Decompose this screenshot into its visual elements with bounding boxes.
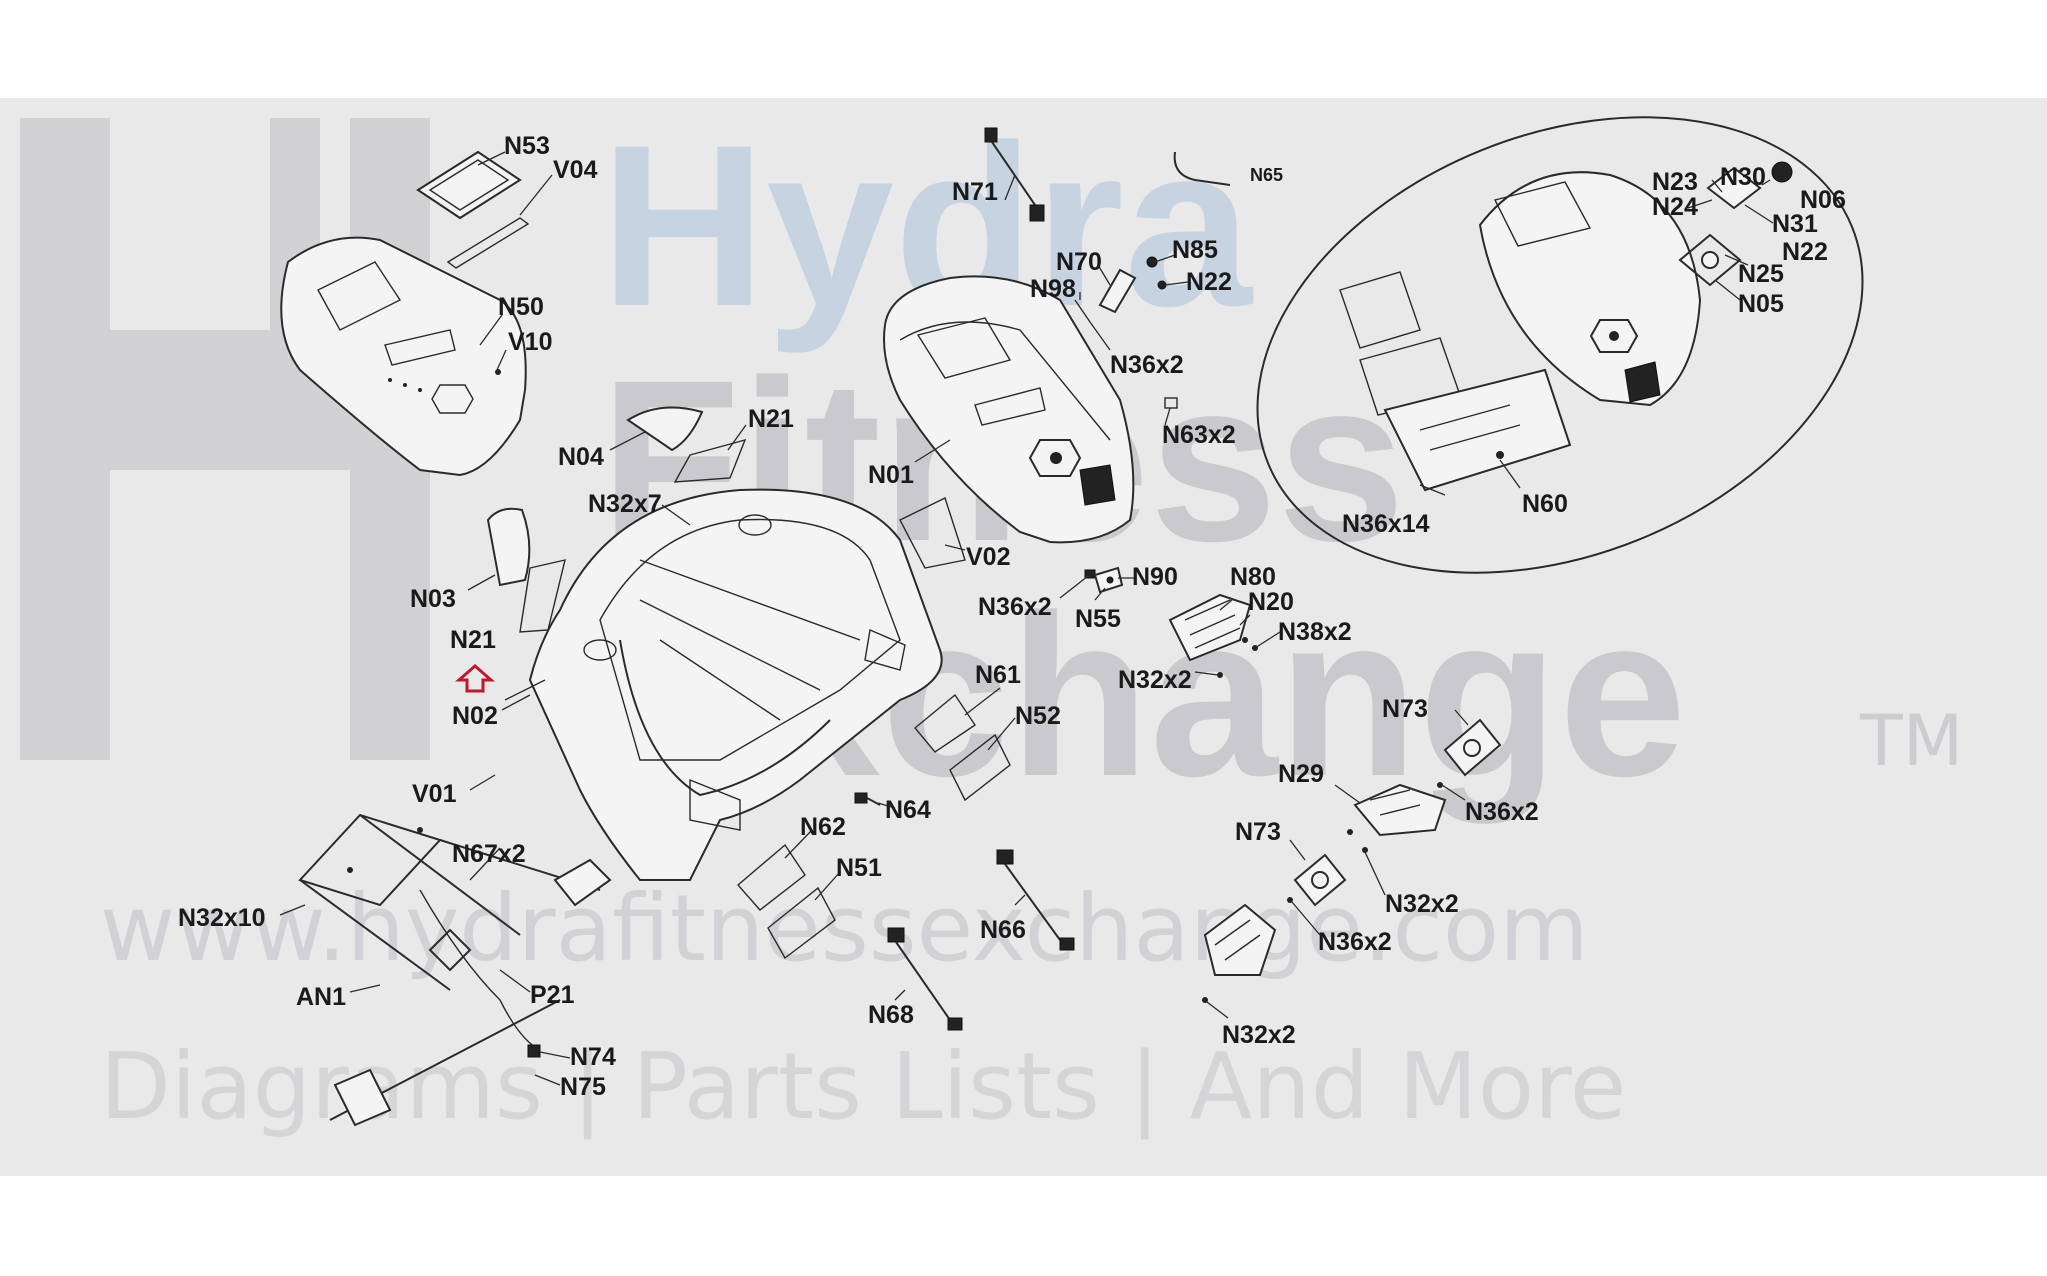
part-n50-console-overlay — [280, 236, 527, 477]
part-n29-bracket — [1347, 783, 1447, 853]
label-n24: N24 — [1652, 193, 1698, 221]
label-n36x2-a: N36x2 — [1110, 351, 1184, 379]
label-n32x2-c: N32x2 — [1222, 1021, 1296, 1049]
label-n73-b: N73 — [1235, 818, 1281, 846]
label-v04: V04 — [553, 156, 598, 184]
arrow-up-icon — [455, 664, 495, 693]
top-margin — [0, 0, 2047, 98]
label-n06: N06 — [1800, 186, 1846, 214]
label-n74: N74 — [570, 1043, 616, 1071]
label-n51: N51 — [836, 854, 882, 882]
label-n02: N02 — [452, 702, 498, 730]
watermark-website: www.hydrafitnessexchange.com — [100, 875, 1589, 982]
label-n36x14: N36x14 — [1342, 510, 1430, 538]
label-n65: N65 — [1250, 165, 1283, 185]
label-n36x2-b: N36x2 — [978, 593, 1052, 621]
label-n63x2: N63x2 — [1162, 421, 1236, 449]
label-n38x2: N38x2 — [1278, 618, 1352, 646]
part-n01-console — [883, 275, 1135, 544]
label-n98: N98 — [1030, 275, 1076, 303]
label-n31: N31 — [1772, 210, 1818, 238]
label-v01: V01 — [412, 780, 457, 808]
label-n20: N20 — [1248, 588, 1294, 616]
label-n32x2-b: N32x2 — [1385, 890, 1459, 918]
label-n53: N53 — [504, 132, 550, 160]
part-n66-cable — [996, 849, 1075, 951]
watermark-trademark: TM — [1859, 700, 1963, 782]
part-n71-cable — [984, 127, 1045, 222]
label-n50: N50 — [498, 293, 544, 321]
watermark-logo — [20, 118, 430, 760]
part-v02-overlay — [899, 497, 966, 569]
part-n73-bracket-a — [1437, 718, 1502, 788]
label-n32x10: N32x10 — [178, 904, 266, 932]
part-n53-overlay — [416, 150, 530, 269]
label-n21-a: N21 — [748, 405, 794, 433]
label-n90: N90 — [1132, 563, 1178, 591]
part-n64 — [854, 792, 881, 806]
label-n68: N68 — [868, 1001, 914, 1029]
part-n04-cover — [626, 406, 747, 483]
label-n22-b: N22 — [1782, 238, 1828, 266]
part-n90-group — [1084, 566, 1124, 594]
inset-detail — [1256, 116, 1864, 574]
label-n75: N75 — [560, 1073, 606, 1101]
label-n71: N71 — [952, 178, 998, 206]
part-n02-shroud — [528, 488, 943, 881]
diagram-canvas: Hydra Fitness Exchange TM www.hydrafitne… — [0, 98, 2047, 1176]
label-v02: V02 — [966, 543, 1010, 571]
part-labels: N53 V04 N50 V10 N04 N21 N32x7 N03 N21 N0… — [178, 132, 1846, 1101]
label-n21-b: N21 — [450, 626, 496, 654]
label-n32x7: N32x7 — [588, 490, 662, 518]
label-n70: N70 — [1056, 248, 1102, 276]
bottom-margin — [0, 1176, 2047, 1276]
label-n61: N61 — [975, 661, 1021, 689]
leader-lines — [279, 151, 1774, 1086]
label-n01: N01 — [868, 461, 914, 489]
label-n03: N03 — [410, 585, 456, 613]
part-n03-cover — [486, 507, 566, 633]
label-n85: N85 — [1172, 236, 1218, 264]
label-p21: P21 — [530, 981, 575, 1009]
part-n65-cable — [1173, 151, 1231, 186]
label-n64: N64 — [885, 796, 931, 824]
watermark-tagline: Diagrams | Parts Lists | And More — [100, 1033, 1626, 1140]
part-n68-cable — [887, 927, 963, 1031]
label-n32x2-a: N32x2 — [1118, 666, 1192, 694]
label-n36x2-c: N36x2 — [1465, 798, 1539, 826]
label-n36x2-d: N36x2 — [1318, 928, 1392, 956]
exploded-parts-diagram: Hydra Fitness Exchange TM www.hydrafitne… — [20, 98, 1963, 1140]
part-an1-base — [298, 813, 612, 1127]
label-n30: N30 — [1720, 163, 1766, 191]
label-v10: V10 — [508, 328, 552, 356]
label-n66: N66 — [980, 916, 1026, 944]
label-n62: N62 — [800, 813, 846, 841]
label-n67x2: N67x2 — [452, 840, 526, 868]
part-n32-housing — [1202, 903, 1277, 1003]
label-n29: N29 — [1278, 760, 1324, 788]
part-n73-bracket-b — [1287, 853, 1347, 907]
label-n80: N80 — [1230, 563, 1276, 591]
label-n55: N55 — [1075, 605, 1121, 633]
part-n80-board — [1168, 593, 1258, 678]
part-pads — [737, 693, 1011, 960]
label-n73-a: N73 — [1382, 695, 1428, 723]
label-an1: AN1 — [296, 983, 346, 1011]
label-n60: N60 — [1522, 490, 1568, 518]
label-n05: N05 — [1738, 290, 1784, 318]
label-n04: N04 — [558, 443, 604, 471]
label-n23: N23 — [1652, 168, 1698, 196]
label-n25: N25 — [1738, 260, 1784, 288]
label-n22-a: N22 — [1186, 268, 1232, 296]
label-n52: N52 — [1015, 702, 1061, 730]
